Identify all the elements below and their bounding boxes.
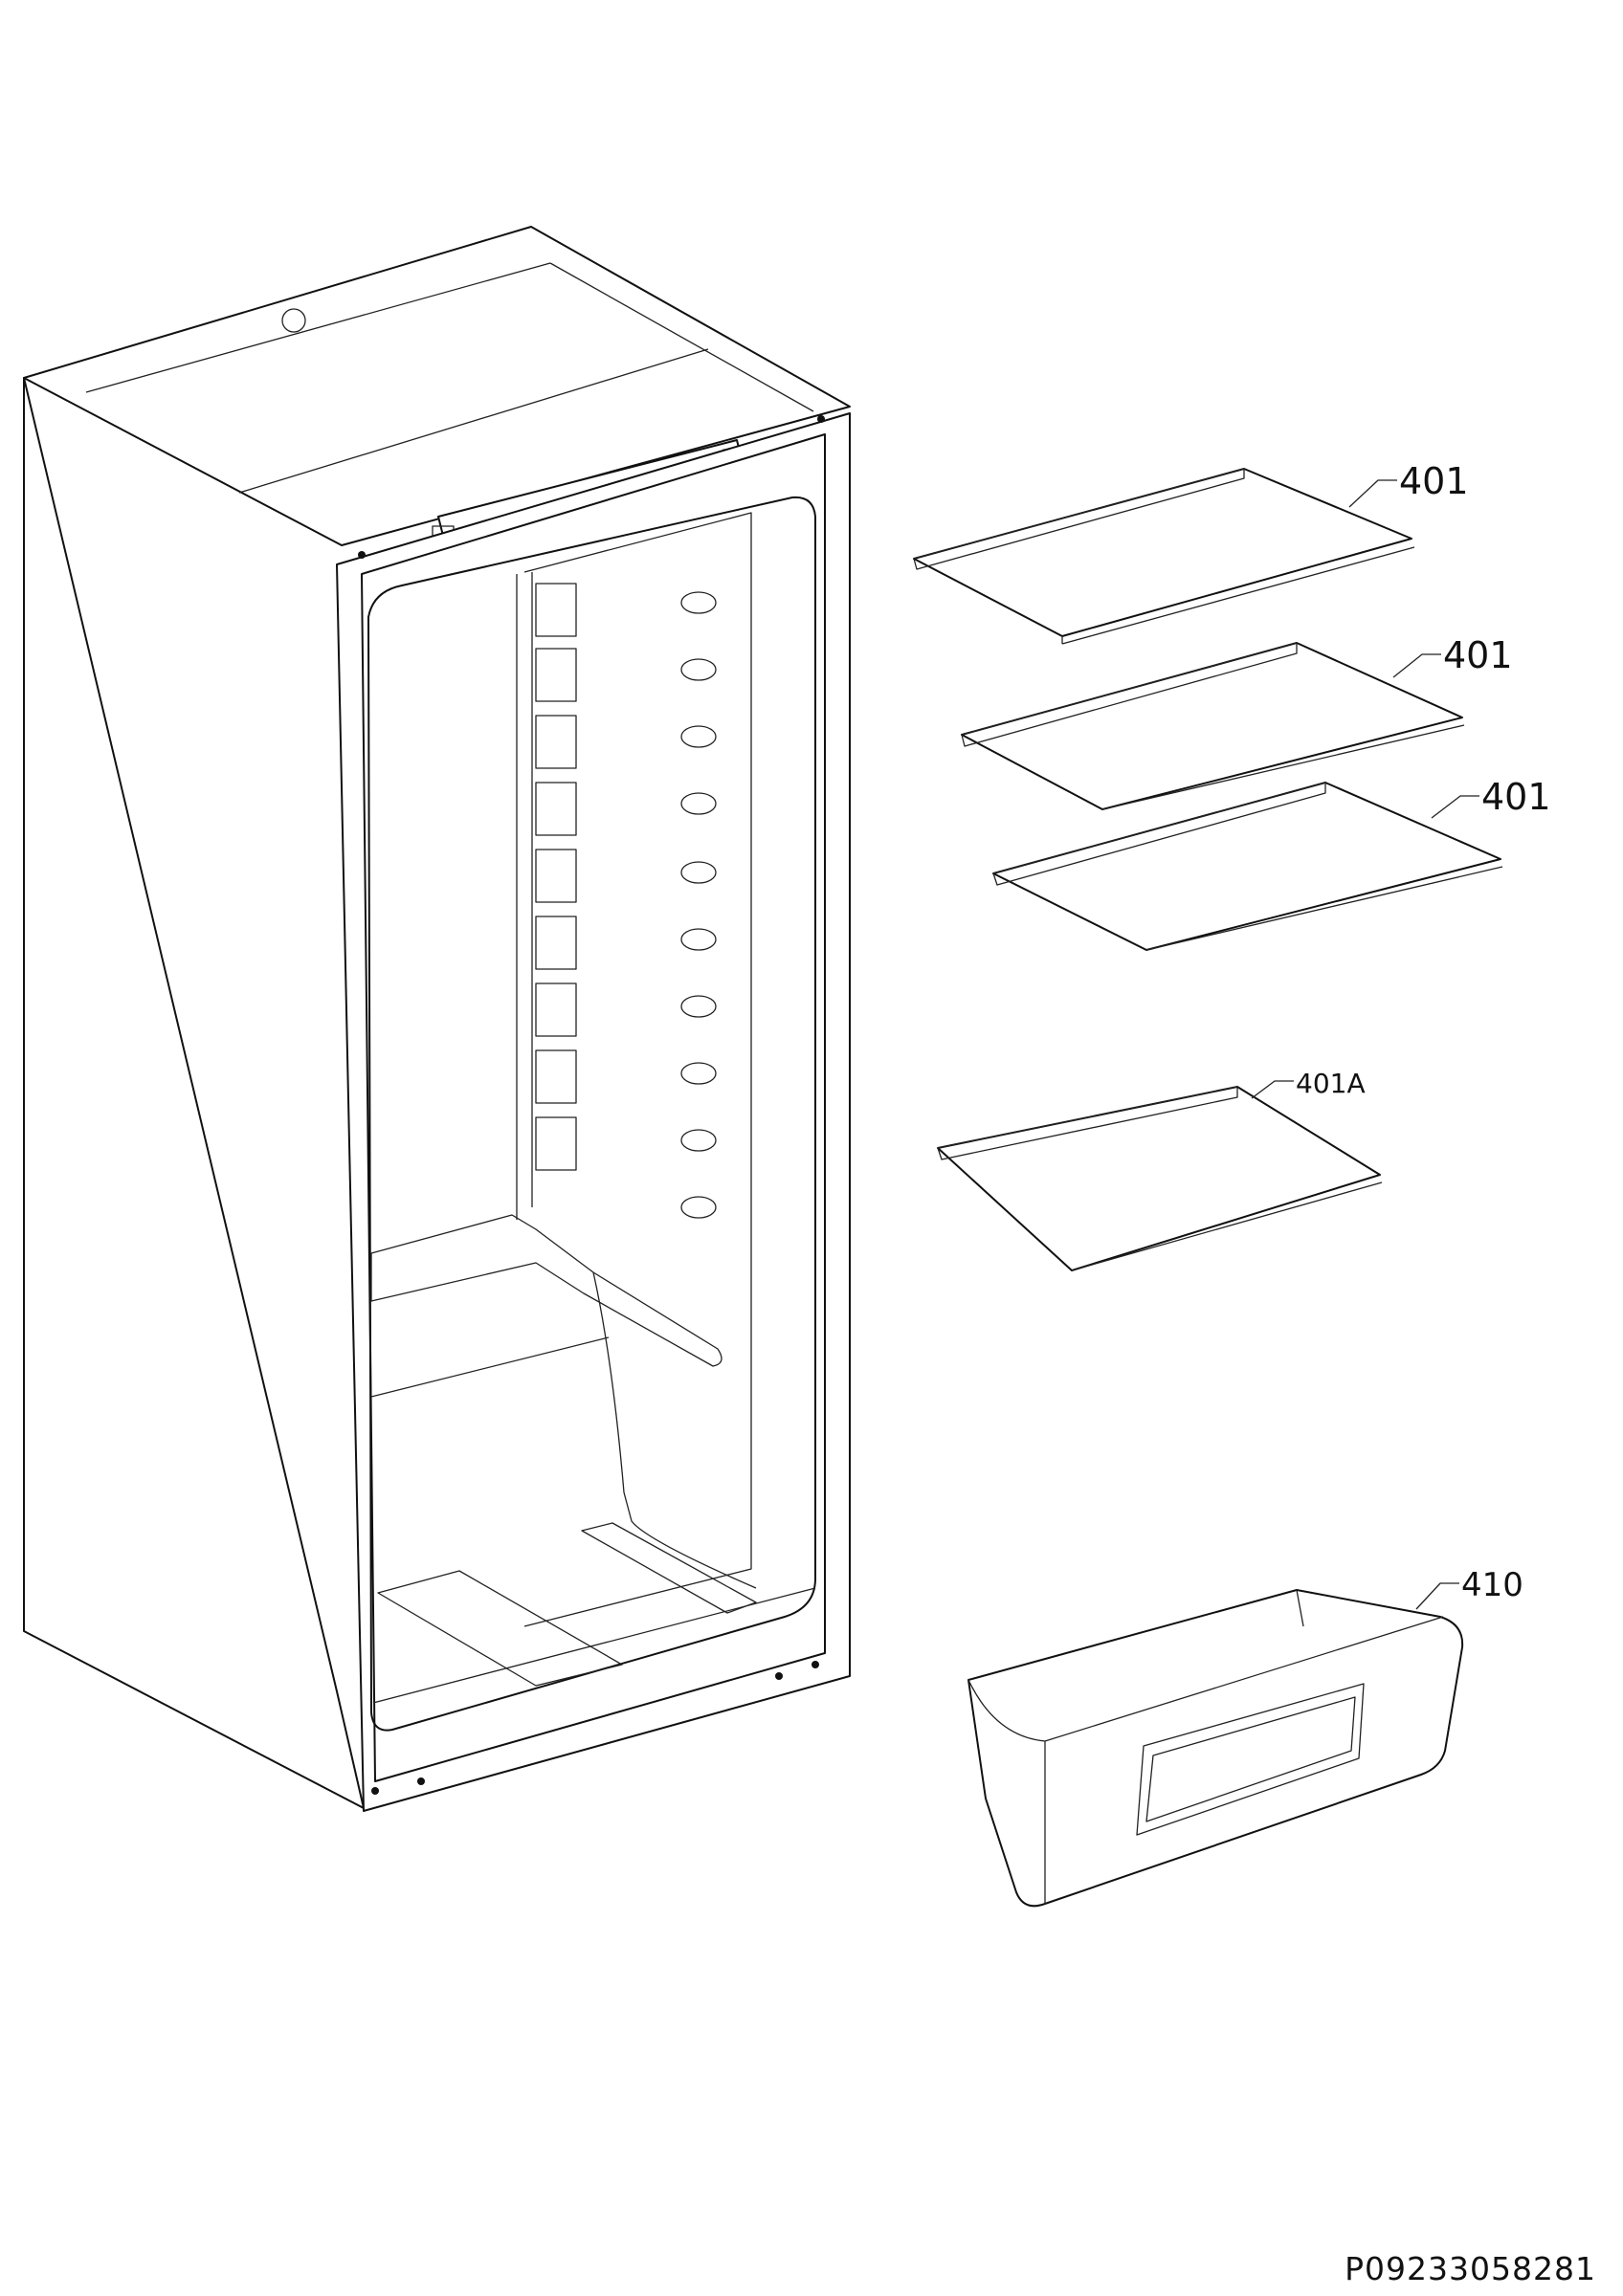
callout-label-shelf-3: 401 — [1481, 776, 1551, 818]
cabinet-front-frame — [336, 412, 851, 1812]
glass-shelf-3 — [992, 782, 1503, 951]
shelf-slot-pockets — [680, 591, 717, 1219]
back-wall — [523, 512, 752, 1627]
inner-liner — [367, 496, 816, 1732]
door-balcony-bin — [967, 1589, 1464, 1908]
callout-label-shelf-2: 401 — [1443, 634, 1513, 676]
cabinet-left-side — [23, 377, 365, 1809]
frame-screws — [358, 415, 825, 1795]
callout-label-shelf-4: 401A — [1296, 1068, 1366, 1099]
top-grommet — [281, 308, 306, 333]
glass-shelf-4 — [937, 1086, 1383, 1271]
bottom-rails — [377, 1522, 757, 1687]
cabinet-top — [23, 226, 851, 546]
callout-leaders — [1251, 479, 1479, 1610]
document-id: P09233058281 — [1345, 2250, 1596, 2287]
shelf-support-column — [516, 572, 577, 1220]
glass-shelf-2 — [961, 642, 1465, 810]
refrigerator-cabinet — [23, 226, 851, 1812]
glass-shelf-1 — [913, 468, 1415, 645]
callout-label-drawer: 410 — [1461, 1566, 1523, 1604]
callout-label-shelf-1: 401 — [1399, 460, 1469, 502]
